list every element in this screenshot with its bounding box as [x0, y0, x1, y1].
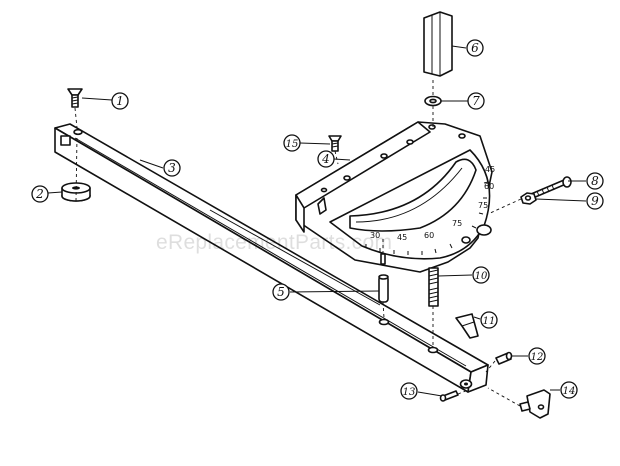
- small-screw: [328, 135, 342, 152]
- stop-clip: [455, 313, 479, 339]
- callout-13: 13: [400, 382, 418, 400]
- flat-head-screw: [67, 88, 83, 108]
- set-screw: [495, 351, 513, 365]
- scale-label: 75: [478, 201, 488, 210]
- stop-plate: [519, 389, 551, 419]
- callout-15: 15: [283, 134, 301, 152]
- callout-number: 1: [116, 94, 124, 108]
- watermark-text: eReplacementParts.com: [156, 231, 392, 254]
- miter-gauge-head: 30 45 60 75 75 60 45: [295, 121, 495, 273]
- callout-8: 8: [586, 172, 604, 190]
- callout-number: 14: [563, 386, 576, 397]
- callout-number: 6: [471, 41, 479, 55]
- assembly-lines: [74, 80, 522, 407]
- callout-5: 5: [272, 283, 290, 301]
- handle-knob: [423, 11, 453, 77]
- scale-label: 60: [424, 231, 434, 240]
- scale-label: 45: [485, 165, 495, 174]
- callout-number: 11: [483, 316, 496, 327]
- callout-3: 3: [163, 159, 181, 177]
- callout-2: 2: [31, 185, 49, 203]
- small-washer: [424, 95, 442, 107]
- callout-number: 3: [168, 161, 176, 175]
- scale-label: 45: [397, 233, 407, 242]
- callout-number: 13: [403, 387, 416, 398]
- callout-12: 12: [528, 347, 546, 365]
- callout-number: 5: [277, 285, 285, 299]
- threaded-stud: [428, 267, 439, 307]
- callout-11: 11: [480, 311, 498, 329]
- hex-nut: [520, 192, 537, 205]
- leader-lines: [47, 45, 587, 397]
- miter-bar: [54, 123, 489, 393]
- callout-number: 15: [286, 139, 299, 150]
- callout-number: 10: [475, 271, 488, 282]
- callout-6: 6: [466, 39, 484, 57]
- callout-4: 4: [317, 150, 335, 168]
- pointer-screw: [530, 176, 572, 199]
- callout-10: 10: [472, 266, 490, 284]
- callout-number: 2: [35, 187, 44, 201]
- callout-14: 14: [560, 381, 578, 399]
- callout-number: 12: [531, 352, 544, 363]
- scale-label: 75: [452, 219, 462, 228]
- callout-1: 1: [111, 92, 129, 110]
- callout-9: 9: [586, 192, 604, 210]
- callout-7: 7: [467, 92, 485, 110]
- callout-number: 8: [591, 174, 599, 188]
- callout-number: 7: [472, 94, 480, 108]
- bar-screw: [439, 390, 459, 402]
- scale-label: 30: [370, 231, 380, 240]
- callout-number: 4: [321, 152, 330, 166]
- callout-number: 9: [591, 194, 599, 208]
- scale-label: 60: [484, 182, 494, 191]
